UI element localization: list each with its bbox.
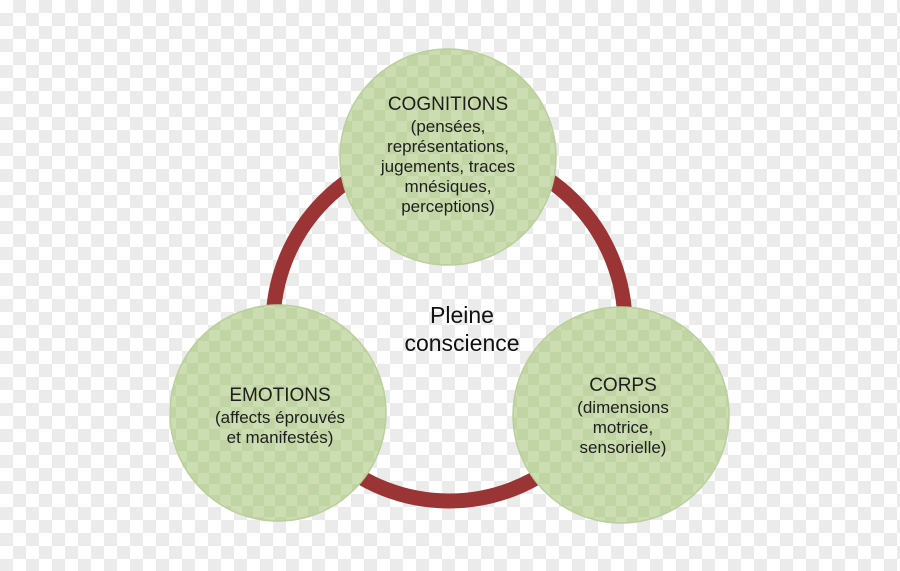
node-emotions-circle bbox=[169, 304, 387, 522]
node-corps-circle bbox=[512, 306, 730, 524]
node-cognitions-circle bbox=[339, 48, 557, 266]
node-emotions-label: EMOTIONS (affects éprouvés et manifestés… bbox=[215, 384, 345, 448]
node-emotions-title: EMOTIONS bbox=[229, 385, 331, 406]
node-corps-title: CORPS bbox=[589, 375, 657, 396]
node-cognitions-label: COGNITIONS (pensées, représentations, ju… bbox=[381, 93, 515, 217]
node-corps-desc: (dimensions motrice, sensorielle) bbox=[577, 398, 669, 457]
center-label: Pleine conscience bbox=[382, 301, 542, 357]
node-corps-label: CORPS (dimensions motrice, sensorielle) bbox=[577, 374, 669, 458]
center-text: Pleine conscience bbox=[404, 302, 520, 356]
node-cognitions-title: COGNITIONS bbox=[387, 94, 509, 115]
node-emotions-desc: (affects éprouvés et manifestés) bbox=[214, 408, 346, 447]
node-cognitions-desc: (pensées, représentations, jugements, tr… bbox=[380, 117, 516, 216]
